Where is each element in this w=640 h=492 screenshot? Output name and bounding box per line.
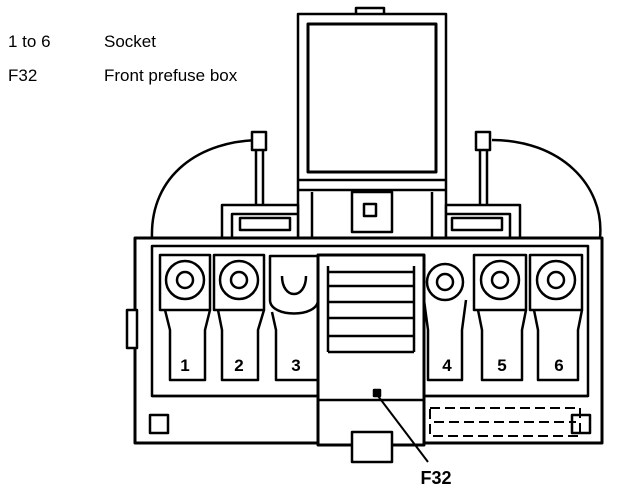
legend: 1 to 6 Socket F32 Front prefuse box bbox=[0, 0, 300, 110]
socket-number-6: 6 bbox=[554, 356, 563, 375]
socket-3-terminal bbox=[268, 254, 320, 315]
right-post bbox=[474, 130, 492, 152]
dashed-cover-outline bbox=[429, 407, 581, 437]
legend-key-prefuse-box: F32 bbox=[8, 66, 38, 85]
right-post-stem bbox=[478, 150, 489, 205]
f32-leader-line bbox=[374, 391, 429, 463]
socket-number-1: 1 bbox=[180, 356, 189, 375]
relay-window bbox=[306, 22, 438, 174]
prefuse-bottom-tab bbox=[350, 430, 394, 464]
left-post bbox=[250, 130, 268, 152]
relay-indicator bbox=[362, 202, 378, 218]
left-foot bbox=[148, 413, 170, 435]
socket-6-terminal bbox=[528, 253, 584, 312]
left-side-tab bbox=[125, 308, 139, 350]
socket-5-terminal bbox=[472, 253, 528, 312]
right-bracket-inner bbox=[446, 212, 512, 238]
right-outer-arc bbox=[491, 138, 602, 239]
socket-5-body bbox=[476, 309, 528, 382]
socket-6-body bbox=[532, 309, 584, 382]
socket-4-body bbox=[422, 299, 468, 382]
prefuse-f32-block bbox=[316, 253, 426, 447]
socket-4-terminal bbox=[425, 262, 465, 302]
right-bracket-slot bbox=[450, 216, 504, 232]
socket-number-3: 3 bbox=[291, 356, 300, 375]
legend-key-sockets: 1 to 6 bbox=[8, 32, 51, 51]
socket-number-4: 4 bbox=[442, 356, 452, 375]
socket-number-5: 5 bbox=[497, 356, 506, 375]
socket-1-terminal bbox=[158, 253, 212, 312]
legend-description-prefuse-box: Front prefuse box bbox=[104, 66, 238, 85]
left-bracket-inner bbox=[230, 212, 298, 238]
socket-2-body bbox=[216, 309, 266, 382]
socket-2-terminal bbox=[212, 253, 266, 312]
socket-1-body bbox=[163, 309, 212, 382]
legend-description-sockets: Socket bbox=[104, 32, 156, 51]
f32-callout-label: F32 bbox=[420, 468, 451, 488]
left-outer-arc bbox=[150, 138, 263, 239]
socket-number-2: 2 bbox=[234, 356, 243, 375]
left-bracket-slot bbox=[238, 216, 292, 232]
left-post-stem bbox=[254, 150, 265, 205]
